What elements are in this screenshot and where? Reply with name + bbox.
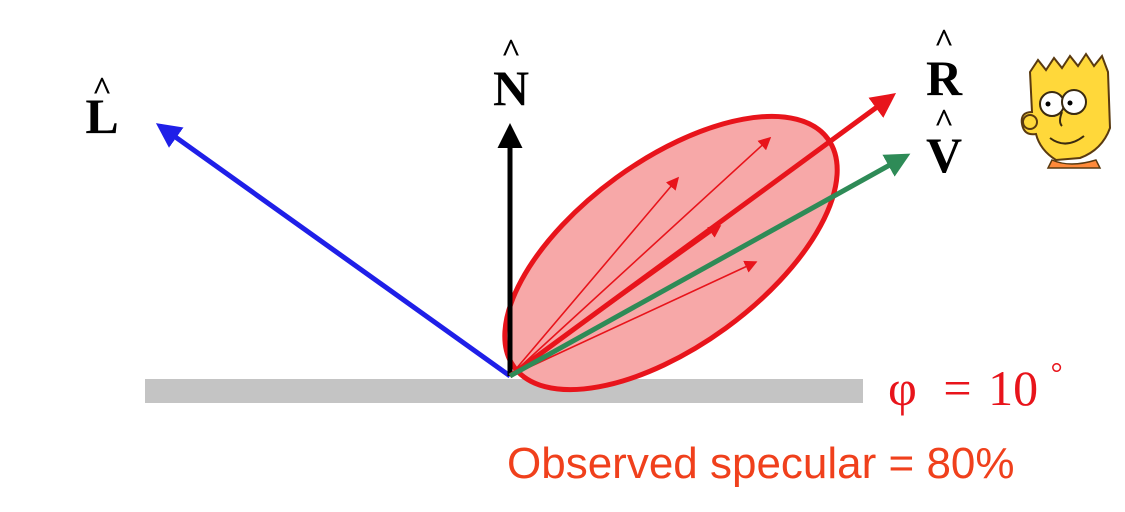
light-label-hat: ^: [92, 71, 112, 108]
cartoon-viewer-face-icon: [1020, 52, 1112, 169]
normal-label: N: [493, 60, 529, 116]
angle-symbol: φ: [888, 360, 917, 416]
view-vector-arrow: [508, 153, 911, 379]
surface-plane: [145, 379, 863, 403]
reflection-vector-arrow: [508, 93, 897, 379]
view-label: V: [926, 127, 962, 183]
normal-label-hat: ^: [501, 33, 521, 70]
reflection-label-hat: ^: [934, 23, 954, 60]
observed-specular-label: Observed specular = 80%: [507, 439, 1015, 488]
reflection-label: R: [926, 50, 963, 106]
angle-value: 10: [988, 360, 1038, 416]
lobe-ray-3: [509, 260, 758, 377]
lobe-ray-2: [509, 176, 680, 377]
angle-equals: =: [943, 360, 971, 416]
light-vector-arrow: [155, 123, 512, 379]
light-label: L: [85, 88, 118, 144]
angle-unit: °: [1051, 357, 1063, 390]
view-label-hat: ^: [934, 103, 954, 140]
angle-label: φ = 10 °: [888, 357, 1063, 416]
lobe-ray-1: [509, 136, 772, 377]
